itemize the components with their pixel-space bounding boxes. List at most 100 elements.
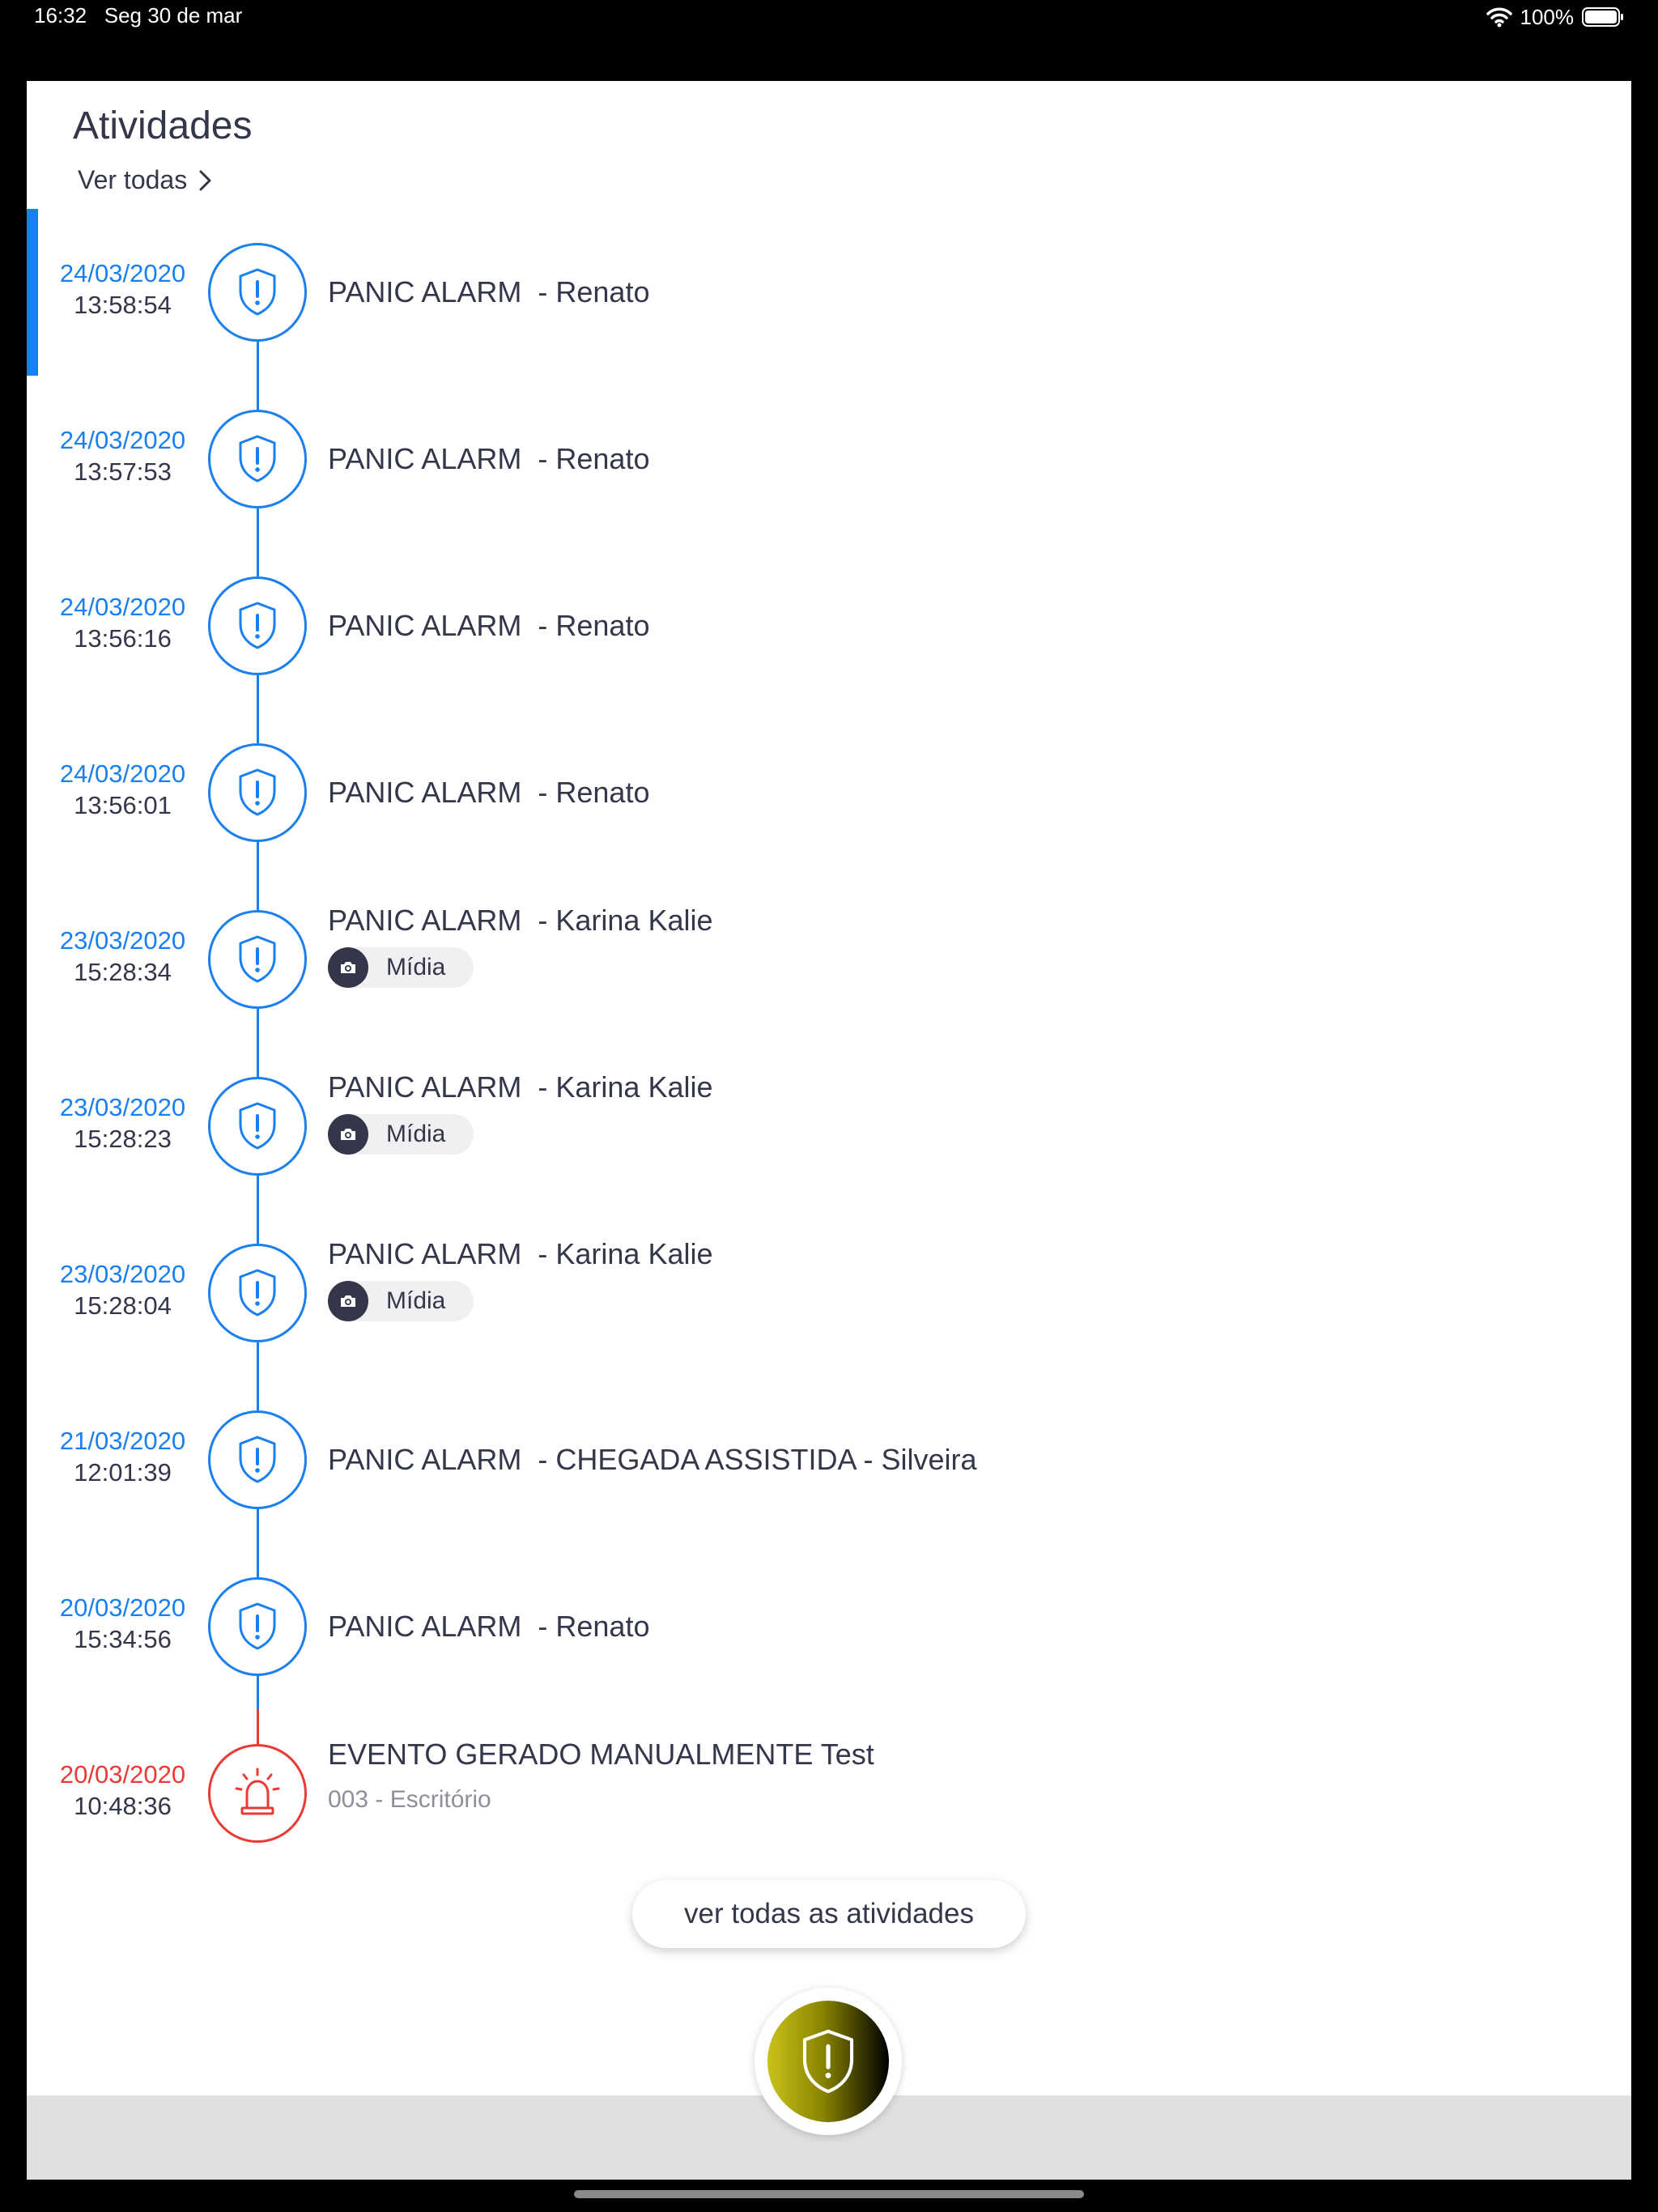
media-label: Mídia	[386, 954, 446, 981]
activity-time: 15:28:04	[74, 1291, 172, 1320]
timeline-connector	[257, 1342, 259, 1410]
activity-title: PANIC ALARM - CHEGADA ASSISTIDA - Silvei…	[328, 1443, 977, 1476]
selected-indicator	[27, 209, 38, 376]
media-chip[interactable]: Mídia	[328, 1114, 474, 1155]
media-chip[interactable]: Mídia	[328, 1281, 474, 1321]
activity-title: PANIC ALARM - Karina Kalie	[328, 904, 713, 937]
activity-row[interactable]: 24/03/2020 13:56:16 PANIC ALARM - Renato	[27, 542, 1631, 709]
activity-row[interactable]: 24/03/2020 13:57:53 PANIC ALARM - Renato	[27, 376, 1631, 542]
activity-title: PANIC ALARM - Renato	[328, 442, 650, 475]
status-indicators: 100%	[1486, 3, 1625, 31]
status-time-date: 16:32 Seg 30 de mar	[34, 3, 242, 28]
media-label: Mídia	[386, 1287, 446, 1314]
timeline-connector	[257, 1676, 259, 1744]
activity-row[interactable]: 23/03/2020 15:28:04 PANIC ALARM - Karina K…	[27, 1210, 1631, 1376]
shield-alert-icon	[239, 935, 276, 983]
activity-title: PANIC ALARM - Karina Kalie	[328, 1070, 713, 1104]
camera-icon	[341, 1129, 355, 1140]
chevron-right-icon	[199, 170, 211, 190]
activity-time: 15:34:56	[74, 1625, 172, 1653]
activity-time: 13:58:54	[74, 291, 172, 319]
activity-row[interactable]: 23/03/2020 15:28:23 PANIC ALARM - Karina K…	[27, 1043, 1631, 1210]
activity-title: PANIC ALARM - Karina Kalie	[328, 1237, 713, 1270]
activity-time: 13:56:16	[74, 624, 172, 653]
activity-time: 10:48:36	[74, 1792, 172, 1820]
shield-badge	[208, 410, 307, 508]
shield-alert-icon	[239, 1602, 276, 1650]
activity-title: PANIC ALARM - Renato	[328, 609, 650, 642]
activity-row[interactable]: 20/03/2020 10:48:36 EVENTO GERADO MANUALME…	[27, 1710, 1631, 1877]
shield-badge	[208, 1077, 307, 1176]
shield-alert-icon	[802, 2029, 854, 2094]
camera-icon-wrap	[328, 1281, 368, 1321]
wifi-icon	[1486, 7, 1512, 28]
activity-time: 15:28:23	[74, 1125, 172, 1153]
see-all-label: Ver todas	[78, 165, 188, 194]
timeline-connector	[257, 1009, 259, 1077]
camera-icon-wrap	[328, 1114, 368, 1155]
activity-time: 12:01:39	[74, 1458, 172, 1487]
timeline-connector	[257, 1176, 259, 1244]
camera-icon-wrap	[328, 947, 368, 988]
activity-row[interactable]: 23/03/2020 15:28:34 PANIC ALARM - Karina K…	[27, 876, 1631, 1043]
panic-button[interactable]	[755, 1988, 902, 2135]
home-indicator	[574, 2190, 1084, 2198]
status-date: Seg 30 de mar	[104, 3, 243, 28]
shield-alert-icon	[239, 1269, 276, 1317]
shield-alert-icon	[239, 1102, 276, 1150]
shield-alert-icon	[239, 602, 276, 649]
activity-date: 23/03/2020	[59, 926, 186, 955]
see-all-activities-button[interactable]: ver todas as atividades	[632, 1880, 1026, 1948]
timeline-connector	[257, 508, 259, 576]
activity-title: PANIC ALARM - Renato	[328, 275, 650, 308]
activity-location: 003 - Escritório	[328, 1786, 491, 1813]
panic-button-core	[767, 2001, 889, 2122]
activity-date: 24/03/2020	[59, 259, 186, 287]
status-time: 16:32	[34, 3, 87, 28]
timeline-connector	[257, 675, 259, 743]
camera-icon	[341, 1295, 355, 1307]
shield-badge	[208, 1577, 307, 1676]
activity-title: PANIC ALARM - Renato	[328, 776, 650, 809]
activity-row[interactable]: 24/03/2020 13:58:54 PANIC ALARM - Renato	[27, 209, 1631, 376]
see-all-link[interactable]: Ver todas	[78, 165, 215, 195]
activity-date: 24/03/2020	[59, 593, 186, 621]
media-chip[interactable]: Mídia	[328, 947, 474, 988]
activity-date: 20/03/2020	[59, 1760, 186, 1789]
shield-badge	[208, 243, 307, 342]
activity-date: 21/03/2020	[59, 1427, 186, 1455]
activity-date: 20/03/2020	[59, 1593, 186, 1622]
shield-alert-icon	[239, 768, 276, 816]
activity-time: 15:28:34	[74, 958, 172, 986]
shield-badge	[208, 576, 307, 675]
activity-time: 13:57:53	[74, 457, 172, 486]
media-label: Mídia	[386, 1121, 446, 1147]
battery-percent: 100%	[1520, 4, 1575, 29]
activity-title: EVENTO GERADO MANUALMENTE Test	[328, 1738, 874, 1771]
activity-date: 23/03/2020	[59, 1260, 186, 1288]
status-bar: 16:32 Seg 30 de mar 100%	[0, 0, 1658, 81]
activity-date: 23/03/2020	[59, 1093, 186, 1121]
shield-badge	[208, 743, 307, 842]
shield-badge	[208, 1410, 307, 1509]
timeline-connector	[257, 1509, 259, 1577]
battery-icon	[1582, 7, 1623, 27]
shield-alert-icon	[239, 1436, 276, 1483]
activity-date: 24/03/2020	[59, 759, 186, 788]
camera-icon	[341, 962, 355, 973]
shield-badge	[208, 1244, 307, 1342]
shield-alert-icon	[239, 435, 276, 483]
shield-alert-icon	[239, 268, 276, 316]
activity-time: 13:56:01	[74, 791, 172, 819]
siren-badge	[208, 1744, 307, 1843]
activity-date: 24/03/2020	[59, 426, 186, 454]
timeline-connector	[257, 842, 259, 910]
siren-icon	[235, 1767, 280, 1815]
activity-row[interactable]: 24/03/2020 13:56:01 PANIC ALARM - Renato	[27, 709, 1631, 876]
activity-row[interactable]: 21/03/2020 12:01:39 PANIC ALARM - CHEGADA …	[27, 1376, 1631, 1543]
page-title: Atividades	[73, 104, 253, 147]
shield-badge	[208, 910, 307, 1009]
timeline-connector	[257, 342, 259, 410]
